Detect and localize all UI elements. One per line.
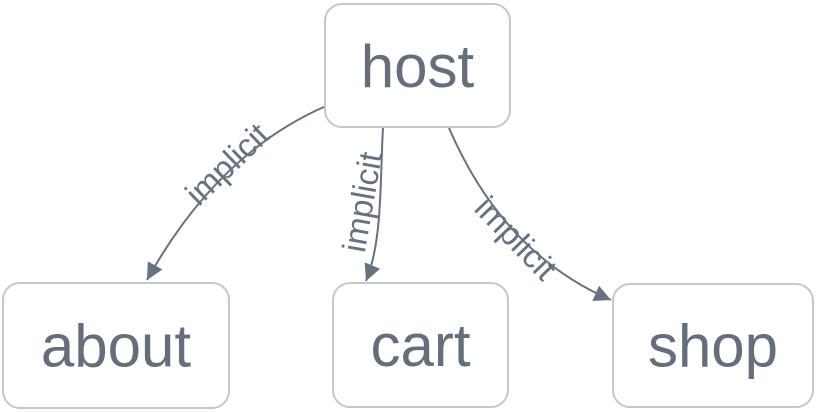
node-box-cart <box>332 282 509 408</box>
node-box-shop <box>612 283 814 408</box>
edge-host-about: implicit <box>146 105 327 281</box>
node-cart[interactable]: cart <box>332 282 509 408</box>
node-label-about: about <box>41 313 191 380</box>
node-about[interactable]: about <box>2 282 230 409</box>
edge-line-host-shop[interactable] <box>448 127 612 302</box>
node-label-host: host <box>361 33 475 100</box>
edge-label-host-about: implicit <box>178 116 276 213</box>
node-host[interactable]: host <box>324 3 511 128</box>
node-box-about <box>2 282 230 409</box>
node-box-host <box>324 3 511 128</box>
edge-host-cart: implicit <box>335 127 389 282</box>
edge-line-host-about[interactable] <box>146 105 327 281</box>
node-label-cart: cart <box>370 312 470 379</box>
edge-label-host-shop: implicit <box>468 189 565 287</box>
node-shop[interactable]: shop <box>612 283 814 408</box>
node-label-shop: shop <box>648 313 778 380</box>
edge-host-shop: implicit <box>448 127 612 302</box>
edge-line-host-cart[interactable] <box>364 127 384 282</box>
